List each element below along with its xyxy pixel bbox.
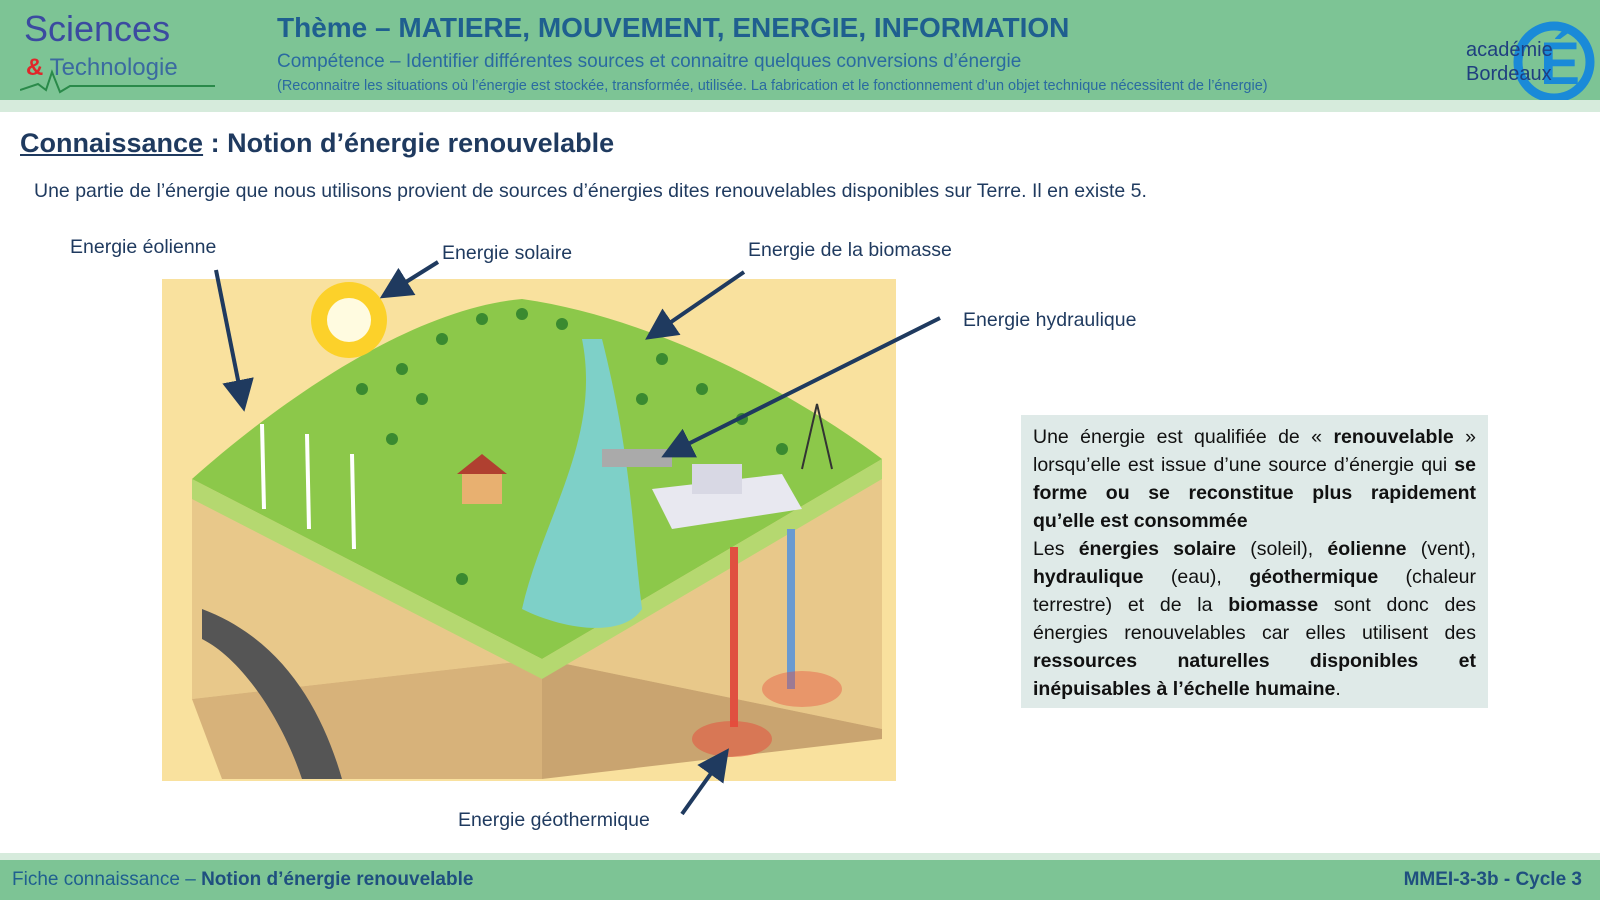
footer-reference: MMEI-3-3b - Cycle 3 — [1403, 869, 1582, 890]
power-plant-icon — [652, 464, 802, 529]
footer-sheet-title: Fiche connaissance – Notion d’énergie re… — [12, 869, 474, 890]
competence-line: Compétence – Identifier différentes sour… — [277, 51, 1022, 72]
wind-turbine-icon — [260, 423, 356, 550]
intro-text: Une partie de l’énergie que nous utiliso… — [34, 180, 1147, 202]
header-banner: Sciences & Technologie Thème – MATIERE, … — [0, 0, 1600, 103]
page-title: Connaissance : Notion d’énergie renouvel… — [20, 128, 615, 158]
footer-banner: Fiche connaissance – Notion d’énergie re… — [0, 860, 1600, 900]
theme-title: Thème – MATIERE, MOUVEMENT, ENERGIE, INF… — [277, 12, 1070, 43]
footer-strip — [0, 853, 1600, 860]
academie-bordeaux-logo: É académie Bordeaux — [1462, 4, 1596, 104]
svg-text:académie: académie — [1466, 39, 1553, 61]
label-geothermique: Energie géothermique — [458, 809, 650, 831]
house-icon — [457, 454, 507, 504]
label-eolienne: Energie éolienne — [70, 236, 217, 258]
heartbeat-line-icon — [20, 69, 215, 94]
header-strip — [0, 100, 1600, 112]
definition-callout: Une énergie est qualifiée de « renouvela… — [1021, 415, 1488, 708]
sciences-technologie-logo: Sciences & Technologie — [20, 8, 220, 94]
svg-text:É: É — [1540, 30, 1580, 97]
label-hydraulique: Energie hydraulique — [963, 309, 1137, 331]
label-biomasse: Energie de la biomasse — [748, 239, 952, 261]
renewable-energy-illustration — [162, 279, 896, 781]
competence-subtitle: (Reconnaitre les situations où l’énergie… — [277, 78, 1268, 94]
label-solaire: Energie solaire — [442, 242, 573, 264]
svg-text:Bordeaux: Bordeaux — [1466, 63, 1552, 85]
